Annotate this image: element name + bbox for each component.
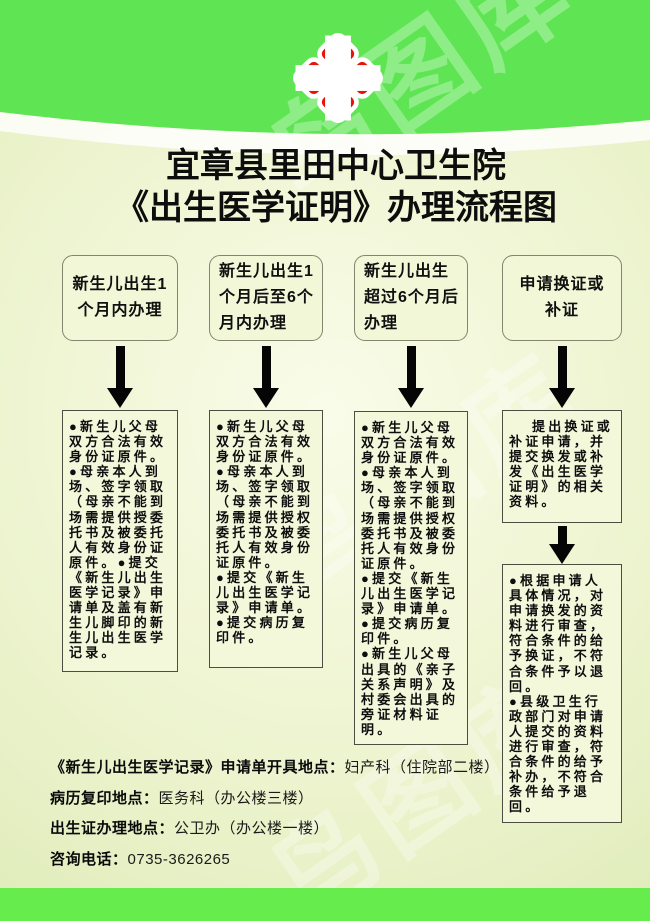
info-line-phone: 咨询电话：0735-3626265 <box>50 849 520 870</box>
detail-box-col4-step2: ●根据申请人 具体情况，对 申请换发的资 料进行审查， 符合条件的给 予换证，不… <box>502 564 622 823</box>
flow-box-label: 新生儿出生1 个月后至6个 月内办理 <box>219 263 314 332</box>
flow-box-label: 新生儿出生1 个月内办理 <box>72 276 168 319</box>
hospital-cross-icon <box>293 33 383 123</box>
footer-green-bar <box>0 888 650 921</box>
flow-box-over-6-months: 新生儿出生 超过6个月后 办理 <box>354 255 468 341</box>
flow-box-label: 新生儿出生 超过6个月后 办理 <box>364 263 459 332</box>
info-line-copy-location: 病历复印地点：医务科（办公楼三楼） <box>50 788 520 809</box>
detail-text: ●根据申请人 具体情况，对 申请换发的资 料进行审查， 符合条件的给 予换证，不… <box>509 573 607 815</box>
detail-box-col3: ●新生儿父母 双方合法有效 身份证原件。 ●母亲本人到 场、签字领取 （母亲不能… <box>354 411 468 745</box>
flow-box-label: 申请换证或 补证 <box>519 276 605 319</box>
title-line-2: 《出生医学证明》办理流程图 <box>115 190 557 227</box>
arrow-down-icon <box>253 346 279 408</box>
arrow-down-icon <box>549 526 575 564</box>
info-value: 医务科（办公楼三楼） <box>158 789 314 807</box>
flow-box-1-to-6-months: 新生儿出生1 个月后至6个 月内办理 <box>209 255 323 341</box>
info-line-cert-location: 出生证办理地点：公卫办（办公楼一楼） <box>50 818 520 839</box>
detail-text: ●新生儿父母 双方合法有效 身份证原件。 ●母亲本人到 场、签字领取 （母亲不能… <box>69 419 167 661</box>
flow-box-within-1-month: 新生儿出生1 个月内办理 <box>62 255 178 341</box>
title-line-1: 宜章县里田中心卫生院 <box>166 148 506 185</box>
detail-text: ●新生儿父母 双方合法有效 身份证原件。 ●母亲本人到 场、签字领取 （母亲不能… <box>216 419 314 646</box>
phone-number: 0735-3626265 <box>127 850 231 868</box>
info-label: 咨询电话： <box>50 850 128 868</box>
info-value: 妇产科（住院部二楼） <box>344 759 500 776</box>
info-label: 《新生儿出生医学记录》申请单开具地点： <box>50 759 345 776</box>
flow-box-replace-reissue: 申请换证或 补证 <box>502 255 622 341</box>
detail-text: ●新生儿父母 双方合法有效 身份证原件。 ●母亲本人到 场、签字领取 （母亲不能… <box>361 420 459 737</box>
poster-title: 宜章县里田中心卫生院 《出生医学证明》办理流程图 <box>0 146 650 230</box>
detail-box-col4-step1: 提出换证或 补证申请，并 提交换发或补 发《出生医学 证明》的相关 资料。 <box>502 410 622 523</box>
arrow-down-icon <box>107 346 133 408</box>
arrow-down-icon <box>398 346 424 408</box>
arrow-down-icon <box>549 346 575 408</box>
detail-box-col1: ●新生儿父母 双方合法有效 身份证原件。 ●母亲本人到 场、签字领取 （母亲不能… <box>62 410 178 672</box>
info-value: 公卫办（办公楼一楼） <box>174 820 330 837</box>
info-label: 出生证办理地点： <box>50 820 175 837</box>
location-info: 《新生儿出生医学记录》申请单开具地点：妇产科（住院部二楼） 病历复印地点：医务科… <box>50 757 520 879</box>
detail-box-col2: ●新生儿父母 双方合法有效 身份证原件。 ●母亲本人到 场、签字领取 （母亲不能… <box>209 410 323 668</box>
info-label: 病历复印地点： <box>50 789 159 807</box>
info-line-record-location: 《新生儿出生医学记录》申请单开具地点：妇产科（住院部二楼） <box>50 757 520 778</box>
detail-text: 提出换证或 补证申请，并 提交换发或补 发《出生医学 证明》的相关 资料。 <box>509 419 614 510</box>
